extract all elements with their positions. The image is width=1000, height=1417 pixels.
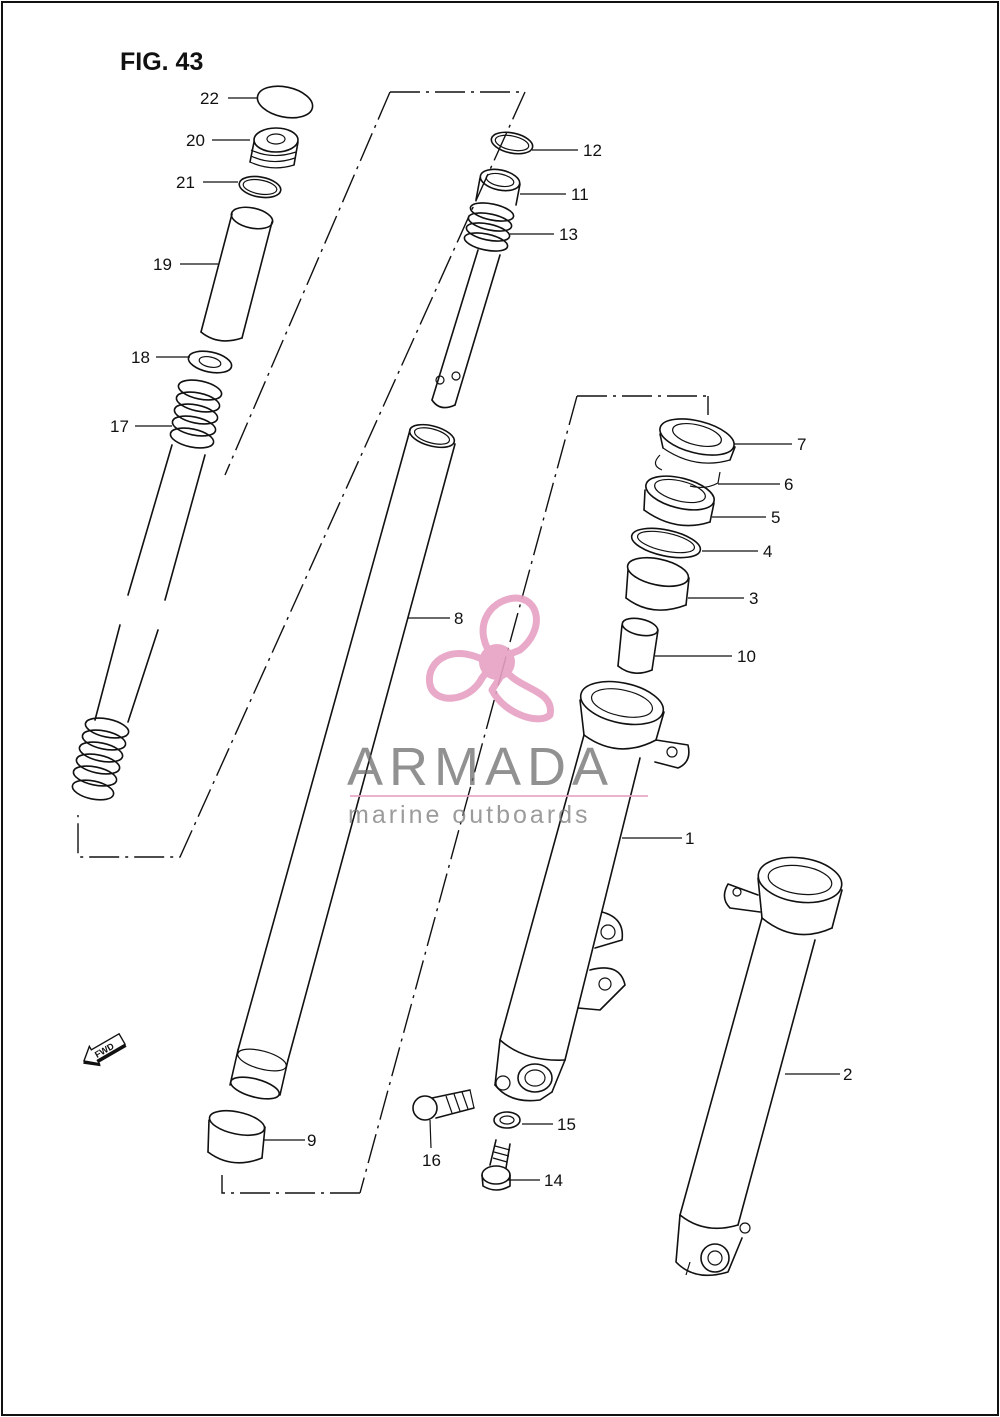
callout-16: 16 xyxy=(422,1151,441,1170)
part-3-guide-metal xyxy=(625,556,690,611)
callout-10: 10 xyxy=(737,647,756,666)
part-15-gasket xyxy=(493,1111,521,1129)
figure-title: FIG. 43 xyxy=(120,48,203,76)
part-9-slide-metal xyxy=(207,1109,266,1164)
callout-22: 22 xyxy=(200,89,219,108)
callout-9: 9 xyxy=(307,1131,316,1150)
part-22-cap xyxy=(256,85,314,119)
part-21-o-ring xyxy=(238,175,282,199)
part-10-oil-lock-piece xyxy=(617,617,659,674)
part-18-washer xyxy=(187,350,233,374)
callout-18: 18 xyxy=(131,348,150,367)
part-13-rebound-spring xyxy=(431,202,515,409)
callout-17: 17 xyxy=(110,417,129,436)
callout-7: 7 xyxy=(797,435,806,454)
watermark-logo-icon xyxy=(425,594,554,723)
assembly-line-right-b xyxy=(221,1175,360,1194)
callout-5: 5 xyxy=(771,508,780,527)
part-2-outer-tube xyxy=(675,856,843,1277)
part-1-outer-tube xyxy=(494,680,690,1102)
callout-21: 21 xyxy=(176,173,195,192)
assembly-line-right-a xyxy=(359,395,578,1194)
assembly-line-left-b xyxy=(224,91,391,476)
part-6-stopper-ring xyxy=(654,454,721,489)
callout-12: 12 xyxy=(583,141,602,160)
part-11-ring xyxy=(475,168,521,206)
callout-6: 6 xyxy=(784,475,793,494)
callout-3: 3 xyxy=(749,589,758,608)
assembly-line-left xyxy=(77,91,527,858)
callouts: 22 20 21 19 18 17 12 11 13 7 6 5 4 3 10 … xyxy=(110,89,852,1190)
callout-15: 15 xyxy=(557,1115,576,1134)
callout-8: 8 xyxy=(454,609,463,628)
part-8-inner-tube xyxy=(229,423,456,1100)
callout-1: 1 xyxy=(685,829,694,848)
fwd-arrow-icon: FWD xyxy=(83,1032,127,1067)
part-16-axle-bolt xyxy=(412,1089,475,1121)
part-5-oil-seal xyxy=(643,475,715,527)
watermark-brand: ARMADA xyxy=(347,737,614,797)
callout-2: 2 xyxy=(843,1065,852,1084)
callout-4: 4 xyxy=(763,542,772,561)
part-19-spacer xyxy=(200,206,274,342)
callout-13: 13 xyxy=(559,225,578,244)
part-4-washer xyxy=(630,527,702,559)
part-20-bolt-cap xyxy=(249,127,299,169)
watermark-tagline: marine outboards xyxy=(348,801,591,829)
callout-11: 11 xyxy=(571,185,589,204)
callout-19: 19 xyxy=(153,255,172,274)
callout-20: 20 xyxy=(186,131,205,150)
part-12-ring xyxy=(490,131,534,155)
part-14-damper-bolt xyxy=(481,1139,511,1191)
part-17-spring xyxy=(71,379,223,801)
callout-14: 14 xyxy=(544,1171,563,1190)
part-7-dust-seal xyxy=(659,418,736,464)
